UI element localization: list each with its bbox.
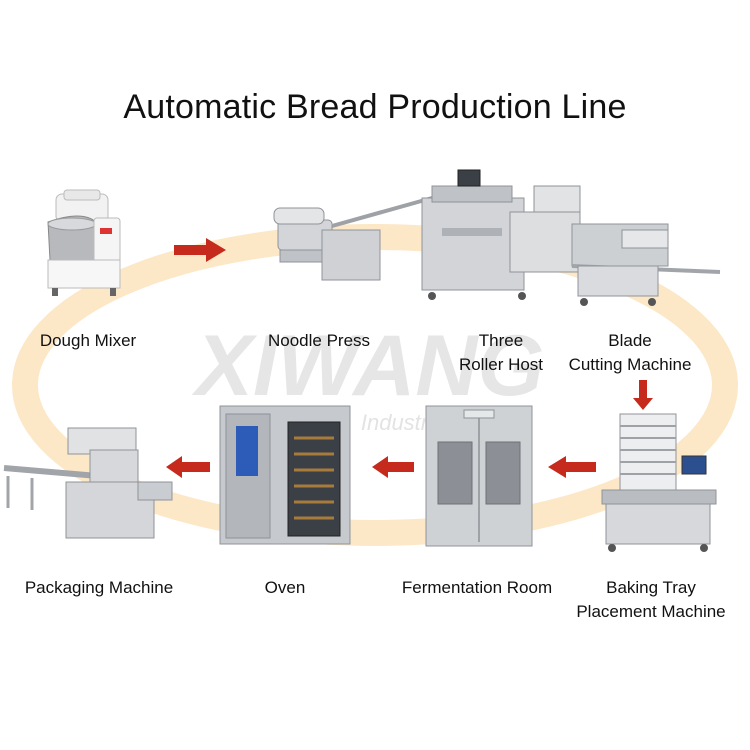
watermark-brand: XIWANG [192, 318, 545, 414]
label-text: Baking Tray [606, 578, 696, 597]
label-text: Roller Host [458, 355, 544, 374]
label-text: Blade [608, 331, 652, 350]
blade-cutting-shape [571, 223, 721, 306]
dough-mixer-image [47, 189, 121, 296]
label-text: Fermentation Room [401, 578, 553, 597]
label-text: Three [478, 331, 524, 350]
arrow-right-icon [174, 238, 226, 262]
baking-tray-machine-image [601, 413, 717, 552]
packaging-machine-image [3, 427, 173, 539]
label-text: Noodle Press [267, 331, 371, 350]
label-text: Packaging Machine [24, 578, 174, 597]
label-blade-cutting: Blade Cutting Machine [560, 329, 700, 377]
label-packaging-machine: Packaging Machine [14, 576, 184, 600]
label-fermentation-room: Fermentation Room [392, 576, 562, 600]
label-text: Placement Machine [576, 602, 726, 621]
label-text: Dough Mixer [39, 331, 137, 350]
arrow-left-icon [372, 456, 414, 478]
oven-image [219, 405, 351, 545]
arrow-down-icon [633, 380, 653, 410]
noodle-press-shape [273, 196, 433, 281]
arrow-left-icon [548, 456, 596, 478]
label-oven: Oven [250, 576, 320, 600]
label-dough-mixer: Dough Mixer [28, 329, 148, 353]
three-roller-shape [421, 169, 581, 291]
label-baking-tray: Baking Tray Placement Machine [566, 576, 736, 624]
page-title: Automatic Bread Production Line [123, 88, 627, 126]
production-line-image [273, 169, 721, 306]
fermentation-room-image [425, 405, 533, 547]
label-text: Oven [264, 578, 306, 597]
label-three-roller: Three Roller Host [446, 329, 556, 377]
arrow-left-icon [166, 456, 210, 478]
label-text: Cutting Machine [568, 355, 692, 374]
label-noodle-press: Noodle Press [254, 329, 384, 353]
